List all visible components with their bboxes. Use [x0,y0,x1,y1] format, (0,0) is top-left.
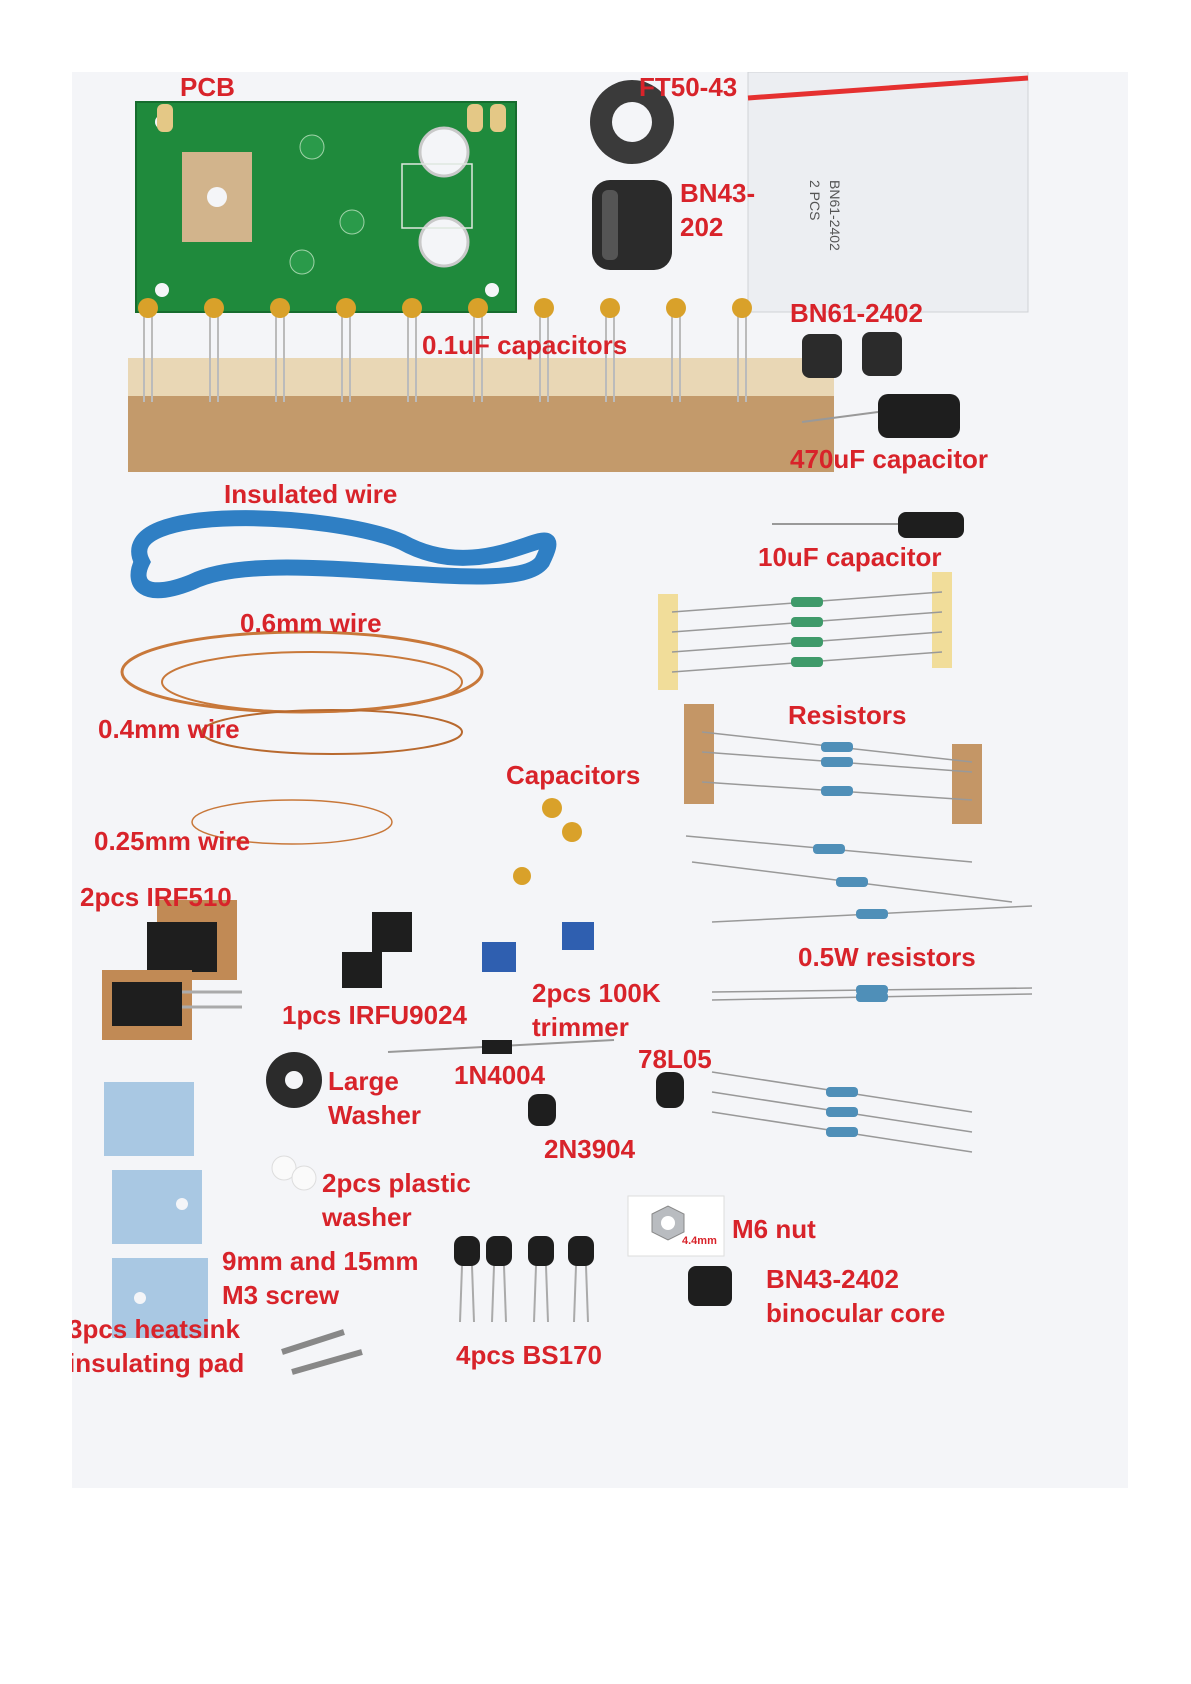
m3-screw-1 [281,1329,345,1355]
ceramic-capacitor [468,298,488,402]
half-watt-resistors [685,835,1033,1153]
label-1pcs-irfu9024: 1pcs IRFU9024 [282,1000,467,1030]
bs170-transistor [454,1236,480,1323]
wire-025mm [191,799,393,845]
resistor [685,835,973,863]
bag-text-2: 2 PCS [807,180,823,221]
label-01uf-capacitors: 0.1uF capacitors [422,330,628,360]
insulating-pad-3 [112,1258,208,1338]
plastic-washer-2 [291,1165,317,1191]
trimmer-2 [562,922,594,950]
small-capacitor-1 [542,798,562,818]
resistor [711,1071,973,1113]
label-2n3904: 2N3904 [544,1134,636,1164]
label-2pcs-irf510: 2pcs IRF510 [80,882,232,912]
label-bn61-2402: BN61-2402 [790,298,923,328]
irf510-transistors [102,900,242,1040]
label-3pcs-heatsink-pad: 3pcs heatsink insulating pad [72,1314,245,1378]
label-78l05: 78L05 [638,1044,712,1074]
label-m6-nut: M6 nut [732,1214,816,1244]
label-10uf-capacitor: 10uF capacitor [758,542,942,572]
label-bn43-202: BN43- 202 [680,178,756,242]
bn43-2402-core [688,1266,732,1306]
label-capacitors: Capacitors [506,760,641,790]
resistor [671,611,943,633]
resistor-strip-2 [701,731,973,801]
bs170-transistor [486,1236,512,1323]
label-025mm-wire: 0.25mm wire [94,826,251,856]
ceramic-capacitor [270,298,290,402]
ceramic-capacitor [138,298,158,402]
label-1n4004: 1N4004 [454,1060,546,1090]
ceramic-capacitor [204,298,224,402]
bs170-transistor [528,1236,554,1323]
label-05w-resistors: 0.5W resistors [798,942,976,972]
label-04mm-wire: 0.4mm wire [98,714,240,744]
label-insulated-wire: Insulated wire [224,479,398,509]
label-470uf-capacitor: 470uF capacitor [790,444,988,474]
insulating-pad-1 [104,1082,194,1156]
m3-screw-2 [291,1349,363,1375]
label-ft50-43: FT50-43 [639,72,738,102]
insulating-pad-2 [112,1170,202,1244]
label-2pcs-plastic-washer: 2pcs plastic washer [322,1168,471,1232]
resistor [691,861,1013,903]
parts-bag [747,72,1029,313]
resistor [671,651,943,673]
resistor [711,1111,973,1153]
resistor [671,631,943,653]
label-06mm-wire: 0.6mm wire [240,608,382,638]
small-capacitor-2 [562,822,582,842]
ceramic-capacitor [402,298,422,402]
label-4pcs-bs170: 4pcs BS170 [456,1340,602,1370]
label-large-washer: Large Washer [328,1066,421,1130]
irfu9024-2 [342,952,382,988]
ceramic-capacitor [732,298,752,402]
regulator-78l05 [656,1072,684,1108]
label-nut-dimension: 4.4mm [682,1235,717,1247]
ceramic-capacitor [534,298,554,402]
resistor-strip-1 [671,591,943,673]
kit-photo: PCB FT50-43 BN43- 202 BN61-2402 2 PCS 0.… [72,72,1128,1488]
label-pcb: PCB [180,72,235,102]
resistor [701,731,973,763]
components-illustration [102,72,1033,1375]
ceramic-capacitor [666,298,686,402]
insulated-wire [130,510,557,599]
resistor [711,905,1033,923]
ceramic-capacitor [336,298,356,402]
transistor-2n3904 [528,1094,556,1126]
label-bn43-2402-binocular-core: BN43-2402 binocular core [766,1264,946,1328]
trimmer-1 [482,942,516,972]
ceramic-capacitor [600,298,620,402]
irfu9024-1 [372,912,412,952]
electrolytic-10uf [898,512,964,538]
resistor [711,1091,973,1133]
label-resistors: Resistors [788,700,907,730]
plastic-washer-1 [271,1155,297,1181]
resistor [711,992,1033,1002]
bn61-core-1 [802,334,842,378]
resistor [671,591,943,613]
bn61-core-2 [862,332,902,376]
diode-1n4004 [482,1040,512,1054]
label-m3-screw: 9mm and 15mm M3 screw [222,1246,419,1310]
wire-04mm [201,709,463,755]
ceramic-capacitors [138,298,752,402]
label-2pcs-100k-trimmer: 2pcs 100K trimmer [532,978,661,1042]
resistor [701,781,973,801]
electrolytic-470uf [878,394,960,438]
small-capacitor-3 [513,867,531,885]
pcb-board [135,101,517,313]
bs170-transistor [568,1236,594,1323]
resistor [701,751,973,773]
bs170-transistors [454,1236,594,1323]
